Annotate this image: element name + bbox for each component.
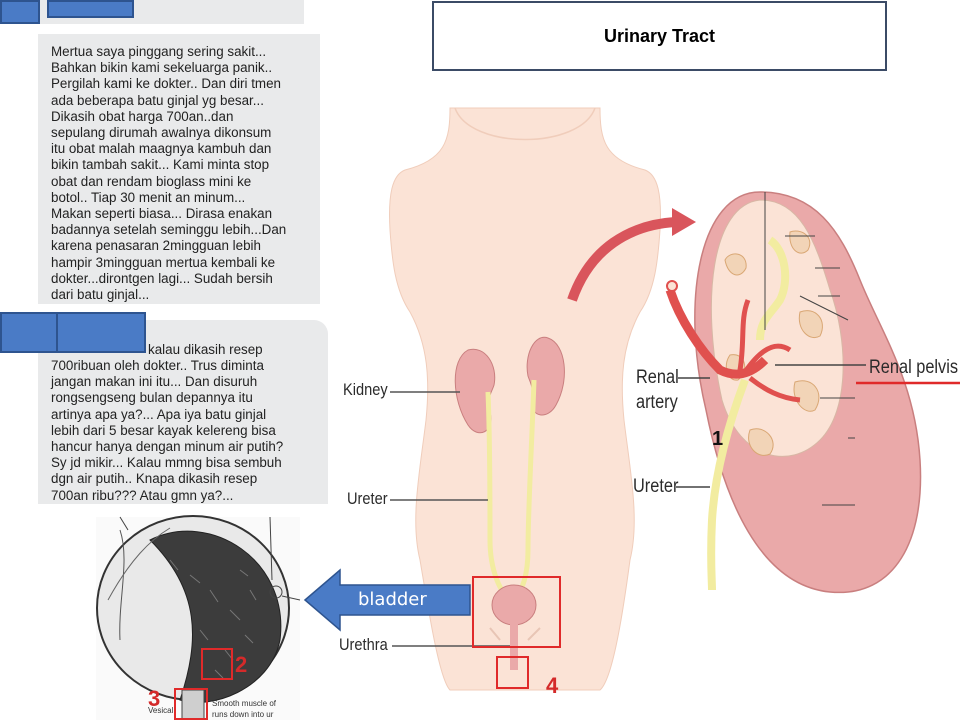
- ureter-label: Ureter: [347, 489, 388, 508]
- blue-label-box-mid: [56, 312, 146, 353]
- marker-3: 3: [148, 686, 161, 711]
- marker-2: 2: [235, 652, 248, 677]
- marker-1: 1: [712, 428, 724, 450]
- smooth-muscle-label-2: runs down into ur: [212, 710, 274, 719]
- marker-4: 4: [546, 673, 559, 698]
- marker-3-box: [174, 688, 208, 720]
- renal-artery: [665, 288, 769, 379]
- blue-label-box-top-left: [0, 0, 40, 24]
- bladder-arrow-shape: [303, 568, 471, 632]
- comment-bubble-1: Mertua saya pinggang sering sakit... Bah…: [38, 34, 320, 304]
- kidney-ureter-label: Ureter: [633, 476, 679, 497]
- body-silhouette: [389, 107, 661, 691]
- smooth-muscle-label: Smooth muscle of: [212, 699, 277, 708]
- urethra-label: Urethra: [339, 635, 388, 654]
- kidney-ureter: [707, 378, 749, 591]
- right-ureter: [512, 379, 537, 602]
- bladder-highlight-box: [472, 576, 561, 648]
- bladder-arrow-label: bladder: [358, 589, 427, 610]
- vesical-label: Vesical: [148, 706, 174, 715]
- left-ureter: [485, 391, 512, 602]
- comment-bubble-2-text: 700ribuan oleh dokter.. Trus diminta jan…: [51, 358, 284, 503]
- curved-arrow: [567, 217, 676, 302]
- renal-artery-label-1: Renal: [636, 367, 679, 388]
- blue-label-box-mid-left: [0, 312, 58, 353]
- marker-2-box: [201, 648, 233, 680]
- bladder-sketch: [96, 515, 301, 720]
- renal-artery-label-2: artery: [636, 392, 678, 413]
- renal-pelvis-label: Renal pelvis: [869, 357, 959, 378]
- comment-bubble-2-first-line: kalau dikasih resep: [148, 342, 263, 357]
- renal-pelvis: [756, 236, 790, 341]
- page-title: Urinary Tract: [432, 1, 887, 71]
- blue-label-box-top: [47, 0, 134, 18]
- urethra-highlight-box: [496, 656, 529, 689]
- kidney-label: Kidney: [343, 380, 388, 399]
